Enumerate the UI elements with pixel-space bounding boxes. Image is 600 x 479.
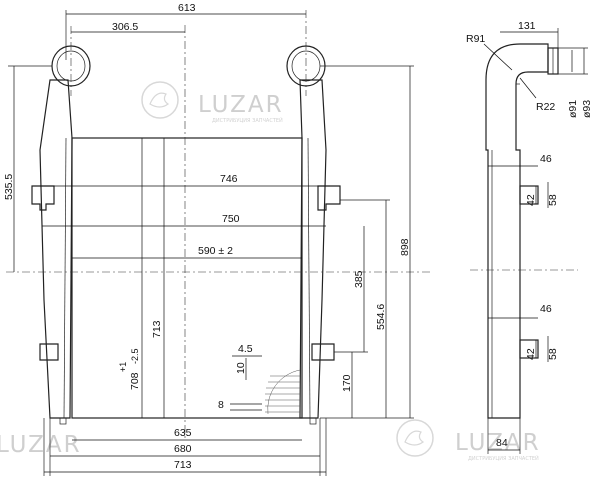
side-bracket-upper xyxy=(519,185,539,205)
dim-84: 84 xyxy=(496,437,508,449)
dim-dia-91: ø91 xyxy=(567,100,579,118)
dim-635: 635 xyxy=(174,427,192,439)
dim-131: 131 xyxy=(518,20,536,32)
dim-385: 385 xyxy=(353,270,365,288)
dim-713-core: 713 xyxy=(151,320,163,338)
bracket-right-lower xyxy=(311,343,335,361)
dim-590: 590 ± 2 xyxy=(198,245,233,257)
dim-dia-93: ø93 xyxy=(581,100,593,118)
dim-8: 8 xyxy=(218,399,224,411)
front-view xyxy=(6,10,430,440)
left-tank xyxy=(39,79,73,419)
fin-detail xyxy=(265,369,301,415)
watermark-brand-3: LUZAR xyxy=(455,430,541,456)
watermark-brand: LUZAR xyxy=(198,92,284,118)
dim-lower-42: 42 xyxy=(525,348,537,360)
dim-lower-46: 46 xyxy=(540,303,552,315)
watermark-logo-icon xyxy=(141,81,179,119)
dim-898: 898 xyxy=(399,238,411,256)
dim-613: 613 xyxy=(178,2,196,14)
dim-708-sup: +1 xyxy=(118,362,128,372)
watermark-bottom-right: LUZAR ДИСТРИБУЦИЯ ЗАПЧАСТЕЙ xyxy=(396,419,541,462)
watermark-logo-icon-2 xyxy=(396,419,434,457)
front-dimensions: 613 306.5 535.5 746 750 590 ± 2 713 708 … xyxy=(3,2,414,476)
dim-535-5: 535.5 xyxy=(3,174,15,200)
dim-lower-58: 58 xyxy=(547,348,559,360)
bracket-right-upper xyxy=(317,185,341,211)
radiator-core xyxy=(71,137,303,419)
side-view xyxy=(470,43,578,419)
side-bracket-lower xyxy=(519,339,539,359)
watermark-bottom-left: LUZAR xyxy=(0,432,82,458)
dim-r22: R22 xyxy=(536,101,555,113)
watermark-tagline-2: ДИСТРИБУЦИЯ ЗАПЧАСТЕЙ xyxy=(468,455,539,462)
side-profile xyxy=(485,43,549,419)
dim-10: 10 xyxy=(235,362,247,374)
watermark-brand-2: LUZAR xyxy=(0,432,82,458)
dim-750: 750 xyxy=(222,213,240,225)
dim-upper-58: 58 xyxy=(547,194,559,206)
dim-306-5: 306.5 xyxy=(112,21,138,33)
dim-708-sub: -2.5 xyxy=(130,348,140,364)
bracket-left-upper xyxy=(31,185,55,211)
dim-upper-42: 42 xyxy=(525,194,537,206)
dim-170: 170 xyxy=(341,374,353,392)
dim-upper-46: 46 xyxy=(540,153,552,165)
watermark-top: LUZAR ДИСТРИБУЦИЯ ЗАПЧАСТЕЙ xyxy=(141,81,284,124)
side-dimensions: 131 R91 R22 ø91 ø93 46 42 58 46 42 58 84 xyxy=(466,20,593,454)
right-tank xyxy=(299,79,327,419)
dim-746: 746 xyxy=(220,173,238,185)
dim-554-6: 554.6 xyxy=(375,304,387,330)
dim-680: 680 xyxy=(174,443,192,455)
dim-713-bottom: 713 xyxy=(174,459,192,471)
watermark-tagline: ДИСТРИБУЦИЯ ЗАПЧАСТЕЙ xyxy=(212,117,283,124)
dim-r91: R91 xyxy=(466,33,485,45)
dim-4-5: 4.5 xyxy=(238,343,253,355)
dim-708: 708 xyxy=(129,372,141,390)
bracket-left-lower xyxy=(39,343,59,361)
